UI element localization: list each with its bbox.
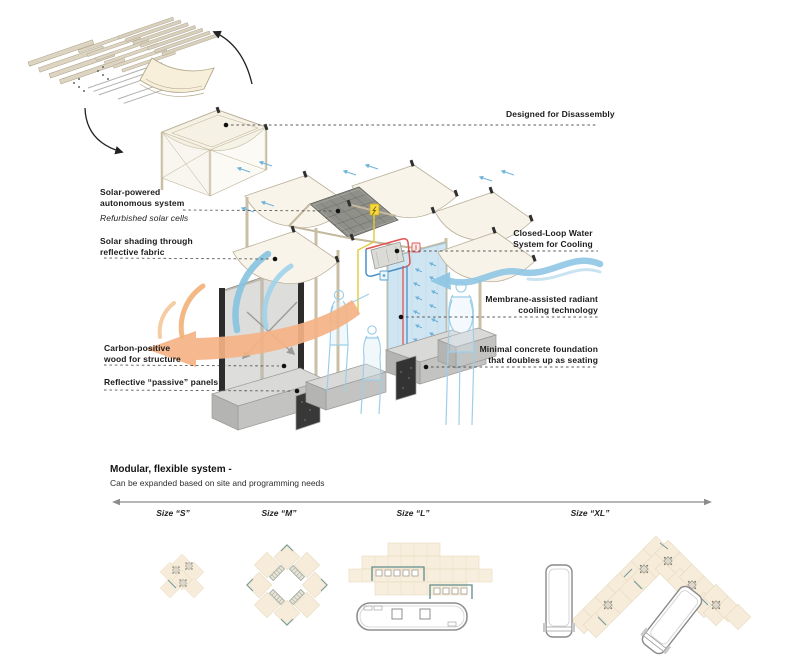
assembly-arrow-down	[84, 107, 124, 155]
warm-air-arc-2	[157, 301, 176, 339]
fabric-sheet	[139, 57, 215, 97]
label-line: System for Cooling	[513, 239, 593, 249]
exploded-components	[27, 16, 218, 104]
bottom-subtitle: Can be expanded based on site and progra…	[110, 478, 325, 488]
label-minimal-foundation: Minimal concrete foundation that doubles…	[440, 344, 598, 366]
person-right	[445, 281, 475, 426]
label-designed-for-disassembly: Designed for Disassembly	[506, 109, 615, 120]
scale-arrow	[112, 498, 712, 506]
label-subtext: Refurbished solar cells	[100, 213, 189, 223]
vehicle-2	[636, 581, 708, 656]
label-membrane-cooling: Membrane-assisted radiant cooling techno…	[440, 294, 598, 316]
water-tank	[395, 355, 417, 401]
plan-size-xl	[542, 535, 752, 656]
canopy-front-left	[232, 230, 340, 285]
plan-size-s	[159, 553, 205, 599]
breeze-wave-arrow	[446, 257, 604, 286]
label-line: Closed-Loop Water	[513, 228, 593, 238]
label-line: Membrane-assisted radiant	[485, 294, 598, 304]
plan-size-l	[348, 542, 493, 631]
label-line: Designed for Disassembly	[506, 109, 615, 119]
wind-arrows	[236, 160, 515, 213]
label-solar-shading: Solar shading through reflective fabric	[100, 236, 193, 258]
pavilion-assembly	[146, 159, 604, 431]
label-line: Solar-powered	[100, 187, 161, 197]
label-line: that doubles up as seating	[488, 355, 598, 365]
concrete-footings	[211, 327, 498, 431]
cool-air-arc-2	[262, 263, 294, 330]
solar-panel	[309, 186, 399, 239]
connector-clips	[290, 159, 537, 263]
fastener-dots	[73, 66, 109, 92]
label-closed-loop-water: Closed-Loop Water System for Cooling	[506, 228, 600, 250]
single-module	[160, 106, 269, 197]
label-solar-powered: Solar-powered autonomous system Refurbis…	[100, 187, 188, 224]
canopy-roofs	[244, 164, 534, 243]
label-line: Reflective “passive” panels	[104, 377, 219, 387]
label-line: wood for structure	[104, 354, 181, 364]
leader-lines	[103, 124, 598, 392]
label-line: reflective fabric	[100, 247, 165, 257]
label-line: autonomous system	[100, 198, 185, 208]
electricity-tag-icon	[369, 203, 380, 216]
plan-l-tables	[371, 566, 473, 599]
plan-l-module-section	[356, 602, 468, 631]
leader-dots	[223, 122, 429, 394]
disassembly-arrow-up	[212, 30, 253, 85]
label-line: Carbon-positive	[104, 343, 171, 353]
size-label-l: Size “L”	[396, 508, 430, 518]
plan-size-m	[245, 543, 329, 627]
size-label-s: Size “S”	[156, 508, 190, 518]
label-line: Solar shading through	[100, 236, 193, 246]
airflow-arrows	[146, 160, 604, 367]
vehicle-1	[542, 564, 576, 638]
size-label-xl: Size “XL”	[570, 508, 610, 518]
solar-wire	[357, 203, 380, 314]
label-reflective-panels: Reflective “passive” panels	[104, 377, 218, 388]
size-label-m: Size “M”	[261, 508, 297, 518]
label-carbon-positive-wood: Carbon-positive wood for structure	[104, 343, 181, 365]
warm-air-arc-1	[178, 283, 206, 339]
bottom-title: Modular, flexible system -	[110, 464, 232, 475]
person-standing	[360, 325, 382, 415]
label-line: cooling technology	[518, 305, 598, 315]
heat-exhaust-arrow	[146, 300, 360, 367]
label-line: Minimal concrete foundation	[479, 344, 598, 354]
cool-air-arc-1	[232, 250, 272, 334]
